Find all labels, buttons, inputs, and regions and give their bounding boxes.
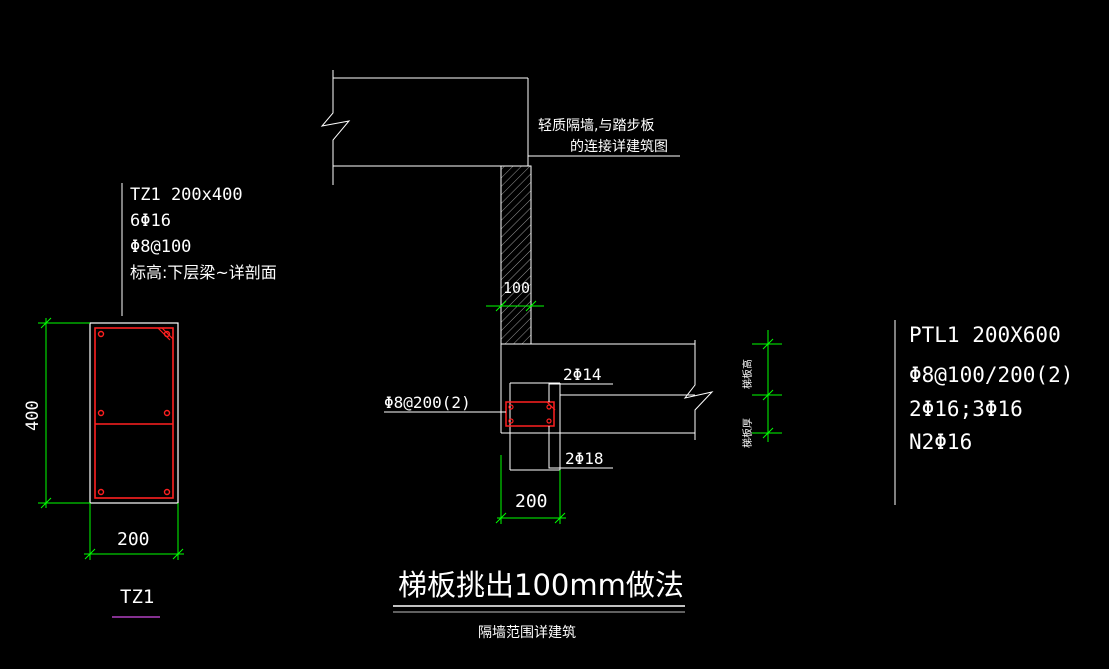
slab-thickness-label: 梯板厚 <box>741 418 754 448</box>
drawing-title: 梯板挑出100mm做法 <box>398 568 684 602</box>
height-dimension <box>38 317 90 509</box>
beam-stirrup <box>505 401 555 427</box>
beam-rebar-dot <box>508 404 514 410</box>
wall-note-line-1: 轻质隔墙,与踏步板 <box>538 118 654 134</box>
drawing-subtitle: 隔墙范围详建筑 <box>478 624 576 641</box>
rebar-dot <box>97 330 105 338</box>
column-label: TZ1 <box>120 586 154 608</box>
beam-width-dimension <box>495 455 566 524</box>
tz1-spec-line-3: Φ8@100 <box>130 237 191 257</box>
tz1-spec-line-2: 6Φ16 <box>130 211 171 231</box>
ptl1-spec-line-4: N2Φ16 <box>909 430 972 454</box>
wall-thickness-dimension <box>486 300 544 312</box>
beam-rebar-dot <box>546 418 552 424</box>
ptl1-spec-line-1: PTL1 200X600 <box>909 323 1061 347</box>
beam-ptl1-spec: PTL1 200X600 Φ8@100/200(2) 2Φ16;3Φ16 N2Φ… <box>894 320 1073 505</box>
upper-slab <box>320 70 529 185</box>
top-bar-label: 2Φ14 <box>563 365 602 384</box>
column-stirrup <box>94 327 174 499</box>
wall-note-line-2: 的连接详建筑图 <box>570 138 668 155</box>
bottom-bar-label: 2Φ18 <box>565 449 604 468</box>
width-dimension <box>84 503 184 560</box>
drawing-title-block: 梯板挑出100mm做法 隔墙范围详建筑 <box>393 568 685 641</box>
column-outline <box>89 322 179 504</box>
beam-rebar-dot <box>546 404 552 410</box>
slab-height-dimension <box>752 330 782 442</box>
rebar-dot <box>163 488 171 496</box>
rebar-dot <box>97 409 105 417</box>
partition-wall-hatched <box>500 165 532 345</box>
beam-width-dim-text: 200 <box>515 491 548 512</box>
bottom-bar-leader <box>548 426 613 469</box>
wall-thickness-dim-text: 100 <box>503 279 530 297</box>
tz1-spec-line-1: TZ1 200x400 <box>130 185 243 205</box>
rebar-dot <box>163 330 171 338</box>
stirrup-hook <box>161 327 174 340</box>
column-tz1-section: TZ1 200x400 6Φ16 Φ8@100 标高:下层梁~详剖面 400 <box>23 183 277 618</box>
stair-detail: 轻质隔墙,与踏步板 的连接详建筑图 100 <box>320 70 782 524</box>
stair-slab-and-beam <box>500 340 714 471</box>
top-bar-leader <box>548 383 613 402</box>
rebar-dot <box>97 488 105 496</box>
tz1-spec-line-4: 标高:下层梁~详剖面 <box>130 263 277 282</box>
height-dim-text: 400 <box>23 400 43 431</box>
rebar-dot <box>163 409 171 417</box>
slab-height-label: 梯板高 <box>741 359 754 389</box>
width-dim-text: 200 <box>117 529 150 550</box>
stirrup-label: Φ8@200(2) <box>384 393 471 412</box>
beam-rebar-dot <box>508 418 514 424</box>
ptl1-spec-line-3: 2Φ16;3Φ16 <box>909 397 1023 421</box>
ptl1-spec-line-2: Φ8@100/200(2) <box>909 363 1073 387</box>
